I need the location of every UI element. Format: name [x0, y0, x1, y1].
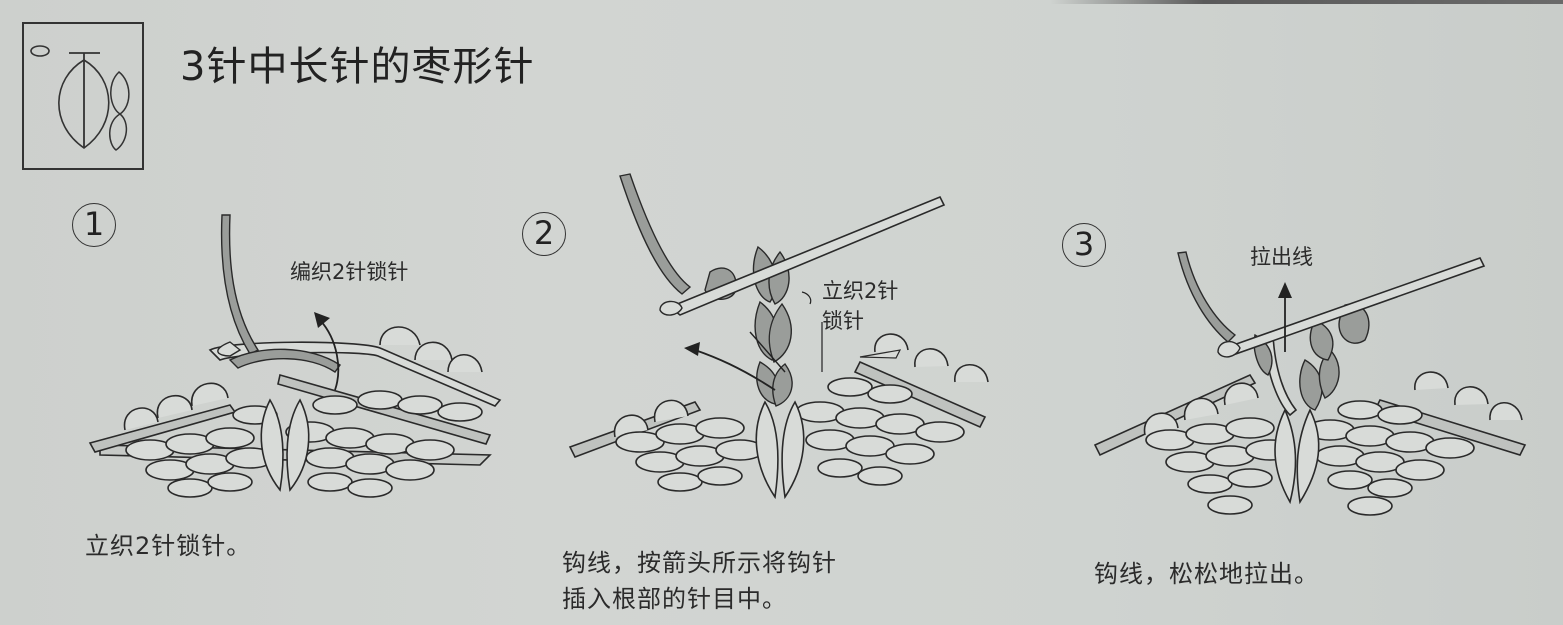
- step-1-callout-chain-2: 编织2针锁针: [290, 260, 409, 284]
- step-2-caption-line-1: 钩线，按箭头所示将钩针: [562, 549, 837, 577]
- step-2-caption-line-2: 插入根部的针目中。: [562, 585, 787, 613]
- step-2-callout-line-1: 立织2针: [822, 279, 899, 303]
- step-number-1: 1: [72, 203, 116, 247]
- step-1-illustration: [88, 214, 502, 498]
- step-3-illustration: [1093, 251, 1527, 516]
- step-1-caption-line-1: 立织2针锁针。: [85, 532, 252, 560]
- step-2-callout-line-2: 锁针: [822, 309, 864, 333]
- page-edge-rule: [1050, 0, 1563, 4]
- step-number-3: 3: [1062, 223, 1106, 267]
- step-2-illustration: [568, 173, 989, 500]
- step-3-callout-pull-out: 拉出线: [1250, 245, 1313, 269]
- step-number-2: 2: [522, 212, 566, 256]
- step-3-caption-line-1: 钩线，松松地拉出。: [1094, 560, 1319, 588]
- page-title: 3针中长针的枣形针: [180, 44, 535, 90]
- puff-stitch-symbol-icon: [30, 45, 130, 151]
- stitch-symbol-box: [22, 22, 144, 170]
